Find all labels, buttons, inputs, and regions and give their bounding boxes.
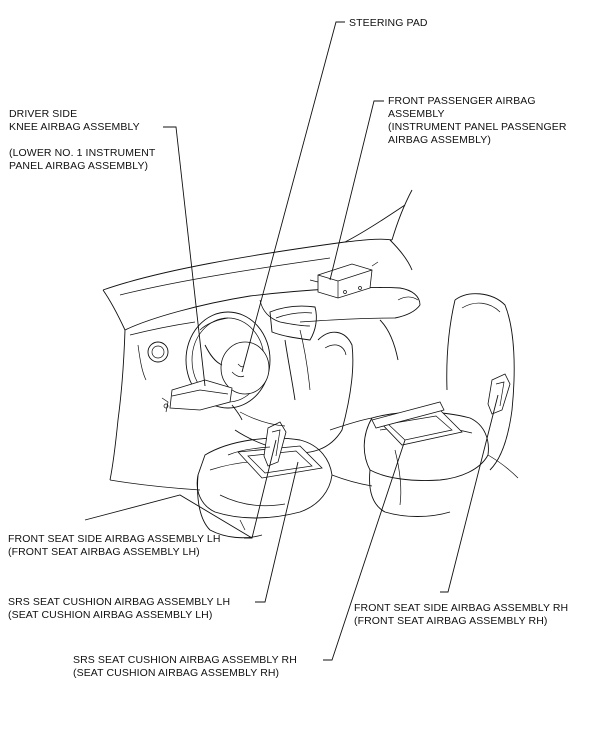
windshield-frame xyxy=(102,189,413,296)
label-seat-cushion-airbag-lh: SRS SEAT CUSHION AIRBAG ASSEMBLY LH (SEA… xyxy=(8,596,230,622)
label-line: (FRONT SEAT AIRBAG ASSEMBLY RH) xyxy=(354,615,548,627)
label-steering-pad: STEERING PAD xyxy=(349,17,428,30)
floor-and-body xyxy=(109,411,519,506)
label-line: (FRONT SEAT AIRBAG ASSEMBLY LH) xyxy=(8,546,200,558)
label-line: AIRBAG ASSEMBLY) xyxy=(388,134,491,146)
knee-airbag-part xyxy=(161,379,233,413)
label-driver-knee-airbag: DRIVER SIDE KNEE AIRBAG ASSEMBLY (LOWER … xyxy=(9,108,155,173)
label-line: (SEAT CUSHION AIRBAG ASSEMBLY RH) xyxy=(73,667,280,679)
label-line: FRONT SEAT SIDE AIRBAG ASSEMBLY LH xyxy=(8,533,221,545)
label-line: SRS SEAT CUSHION AIRBAG ASSEMBLY LH xyxy=(8,596,231,608)
dashboard xyxy=(102,287,421,481)
label-line: ASSEMBLY xyxy=(388,108,445,120)
label-line: (LOWER NO. 1 INSTRUMENT xyxy=(9,147,156,159)
label-line: (SEAT CUSHION AIRBAG ASSEMBLY LH) xyxy=(8,609,213,621)
label-line: (INSTRUMENT PANEL PASSENGER xyxy=(388,121,567,133)
label-line: KNEE AIRBAG ASSEMBLY xyxy=(9,121,140,133)
leader-lines xyxy=(84,21,499,661)
label-seat-cushion-airbag-rh: SRS SEAT CUSHION AIRBAG ASSEMBLY RH (SEA… xyxy=(73,654,297,680)
label-line: FRONT SEAT SIDE AIRBAG ASSEMBLY RH xyxy=(354,602,569,614)
label-front-seat-side-airbag-rh: FRONT SEAT SIDE AIRBAG ASSEMBLY RH (FRON… xyxy=(354,602,568,628)
label-steering-pad-text: STEERING PAD xyxy=(349,17,428,29)
label-line: SRS SEAT CUSHION AIRBAG ASSEMBLY RH xyxy=(73,654,297,666)
label-line: FRONT PASSENGER AIRBAG xyxy=(388,95,536,107)
label-line: DRIVER SIDE xyxy=(9,108,78,120)
passenger-airbag-module xyxy=(309,261,379,299)
passenger-seat xyxy=(363,293,515,517)
label-line: PANEL AIRBAG ASSEMBLY) xyxy=(9,160,149,172)
driver-seat xyxy=(196,331,354,539)
label-front-passenger-airbag: FRONT PASSENGER AIRBAG ASSEMBLY (INSTRUM… xyxy=(388,95,567,147)
label-front-seat-side-airbag-lh: FRONT SEAT SIDE AIRBAG ASSEMBLY LH (FRON… xyxy=(8,533,221,559)
label-line xyxy=(9,134,155,147)
